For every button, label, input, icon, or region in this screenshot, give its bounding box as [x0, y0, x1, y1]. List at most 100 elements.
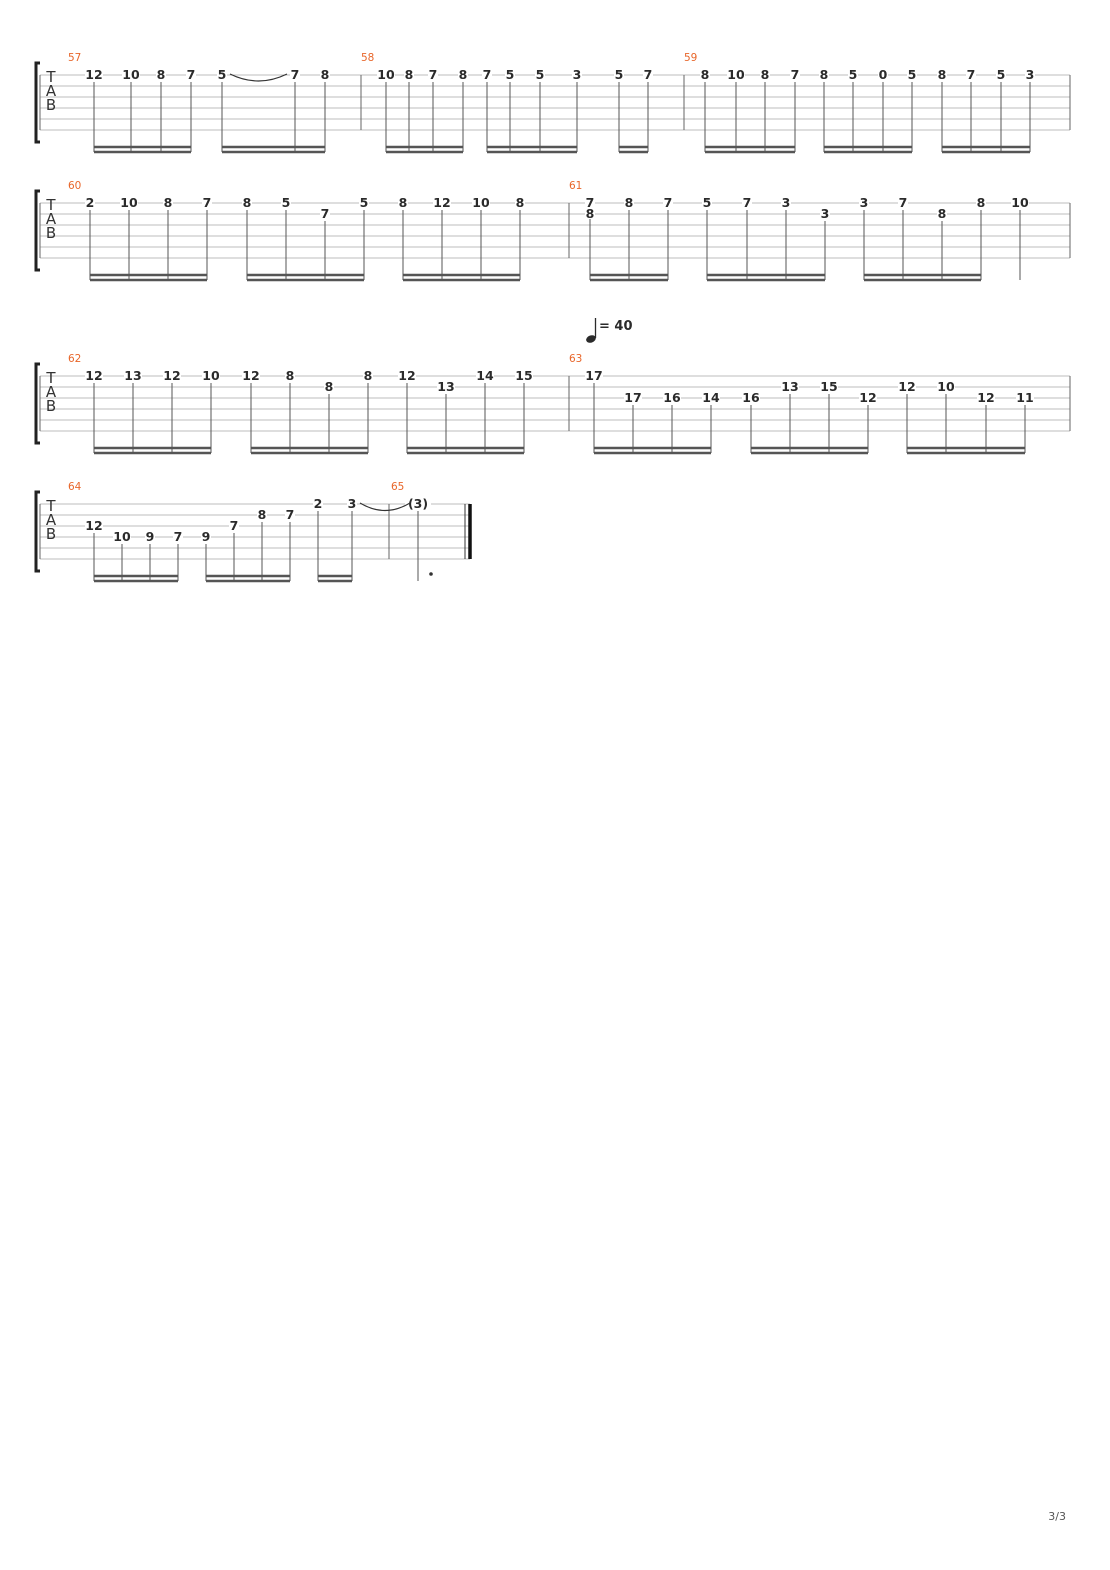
- fret-number: 8: [286, 368, 295, 383]
- fret-mask: [907, 68, 917, 80]
- fret-number: 13: [124, 368, 141, 383]
- fret-number: 3: [348, 496, 357, 511]
- fret-mask: [398, 369, 416, 381]
- fret-mask: [898, 380, 916, 392]
- system-bracket: [34, 189, 40, 272]
- fret-number: 8: [586, 206, 595, 221]
- fret-mask: [120, 196, 138, 208]
- tab-clef-letter: A: [46, 82, 57, 100]
- fret-number: 14: [476, 368, 494, 383]
- fret-number: 12: [85, 368, 102, 383]
- fret-number: 12: [898, 379, 915, 394]
- fret-mask: [433, 196, 451, 208]
- fret-mask: [700, 68, 710, 80]
- fret-mask: [173, 530, 183, 542]
- fret-mask: [820, 207, 830, 219]
- fret-number: 12: [163, 368, 180, 383]
- fret-number: 17: [585, 368, 602, 383]
- measure-number: 61: [569, 180, 582, 192]
- fret-number: 13: [437, 379, 454, 394]
- dotted-note-dot: [429, 572, 433, 576]
- fret-number: (3): [408, 496, 428, 511]
- fret-mask: [702, 391, 720, 403]
- fret-number: 2: [86, 195, 95, 210]
- fret-number: 9: [202, 529, 211, 544]
- fret-number: 8: [761, 67, 770, 82]
- fret-number: 5: [997, 67, 1006, 82]
- fret-mask: [156, 68, 166, 80]
- fret-mask: [572, 68, 582, 80]
- fret-mask: [398, 196, 408, 208]
- tab-clef-letter: T: [45, 68, 56, 86]
- fret-number: 7: [483, 67, 492, 82]
- fret-number: 8: [459, 67, 468, 82]
- page-number: 3/3: [1048, 1510, 1066, 1523]
- fret-mask: [859, 391, 877, 403]
- tab-clef-letter: A: [46, 210, 57, 228]
- fret-number: 12: [433, 195, 450, 210]
- fret-mask: [320, 68, 330, 80]
- fret-mask: [85, 68, 103, 80]
- fret-number: 10: [377, 67, 395, 82]
- fret-mask: [585, 196, 595, 208]
- fret-number: 8: [164, 195, 173, 210]
- fret-number: 5: [849, 67, 858, 82]
- system-bracket: [34, 61, 40, 144]
- fret-number: 13: [781, 379, 798, 394]
- fret-number: 7: [586, 195, 595, 210]
- fret-mask: [742, 391, 760, 403]
- fret-number: 5: [703, 195, 712, 210]
- fret-mask: [186, 68, 196, 80]
- fret-mask: [859, 196, 869, 208]
- fret-number: 10: [937, 379, 955, 394]
- fret-mask: [663, 391, 681, 403]
- fret-mask: [614, 68, 624, 80]
- fret-number: 7: [230, 518, 239, 533]
- measure-number: 62: [68, 353, 81, 365]
- fret-number: 10: [1011, 195, 1029, 210]
- fret-mask: [742, 196, 752, 208]
- fret-mask: [85, 519, 103, 531]
- fret-number: 8: [321, 67, 330, 82]
- fret-mask: [535, 68, 545, 80]
- fret-number: 8: [820, 67, 829, 82]
- fret-number: 16: [742, 390, 760, 405]
- fret-number: 2: [314, 496, 323, 511]
- fret-mask: [727, 68, 745, 80]
- fret-mask: [163, 369, 181, 381]
- fret-number: 12: [398, 368, 415, 383]
- fret-number: 16: [663, 390, 681, 405]
- fret-mask: [363, 369, 373, 381]
- fret-mask: [819, 68, 829, 80]
- fret-mask: [760, 68, 770, 80]
- fret-number: 0: [879, 67, 888, 82]
- fret-mask: [437, 380, 455, 392]
- fret-mask: [472, 196, 490, 208]
- fret-mask: [515, 369, 533, 381]
- fret-number: 8: [325, 379, 334, 394]
- fret-mask: [242, 196, 252, 208]
- fret-mask: [585, 369, 603, 381]
- fret-number: 10: [202, 368, 220, 383]
- fret-mask: [848, 68, 858, 80]
- tab-clef-letter: T: [45, 369, 56, 387]
- fret-number: 3: [573, 67, 582, 82]
- fret-number: 11: [1016, 390, 1033, 405]
- measure-number: 64: [68, 481, 82, 493]
- fret-mask: [781, 196, 791, 208]
- fret-number: 12: [85, 518, 102, 533]
- fret-number: 8: [364, 368, 373, 383]
- fret-mask: [405, 497, 431, 509]
- tempo-value: = 40: [599, 319, 633, 334]
- measure-number: 58: [361, 52, 374, 64]
- fret-number: 5: [615, 67, 624, 82]
- fret-number: 7: [203, 195, 212, 210]
- fret-mask: [966, 68, 976, 80]
- tie-arc: [359, 502, 411, 512]
- fret-mask: [202, 369, 220, 381]
- fret-mask: [145, 530, 155, 542]
- fret-number: 12: [977, 390, 994, 405]
- fret-number: 10: [472, 195, 490, 210]
- fret-number: 12: [242, 368, 259, 383]
- fret-number: 3: [782, 195, 791, 210]
